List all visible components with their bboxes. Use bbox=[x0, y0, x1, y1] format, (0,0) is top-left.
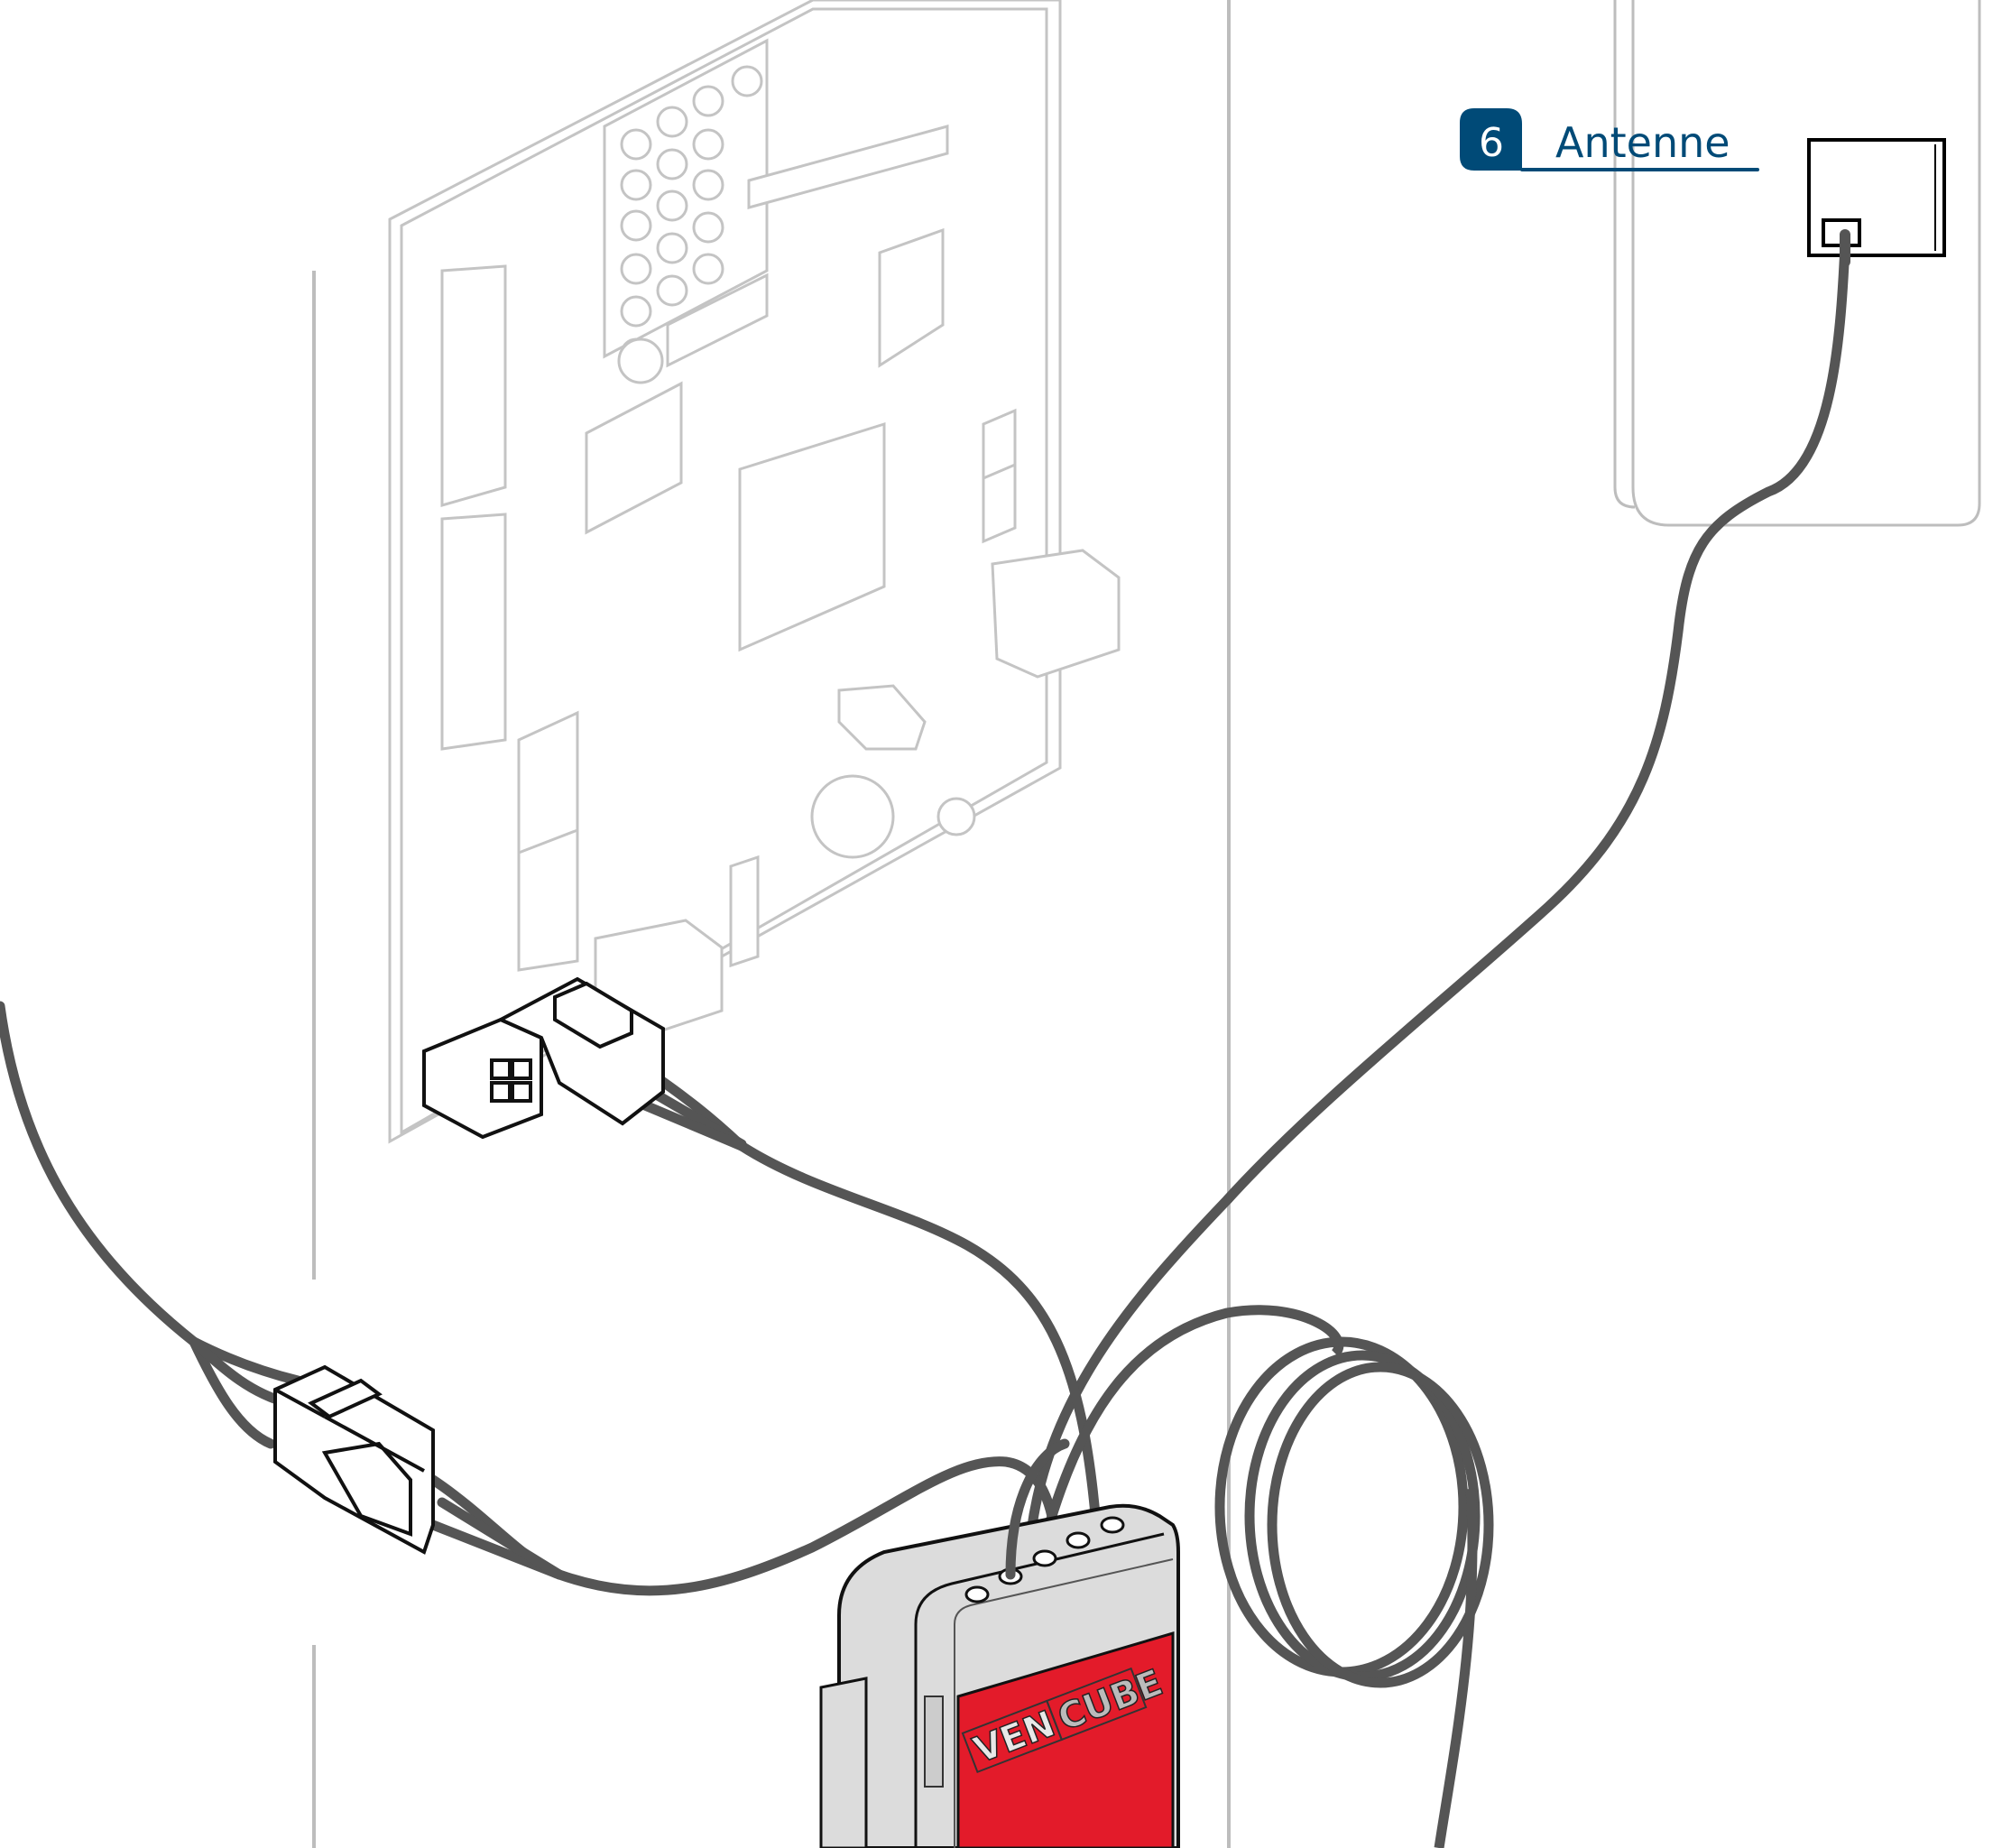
button-matrix bbox=[603, 38, 769, 384]
board-connector bbox=[422, 976, 665, 1140]
antenna-box bbox=[1807, 138, 1946, 257]
coiled-cable bbox=[1041, 1305, 1494, 1848]
control-board bbox=[388, 0, 1121, 1144]
wall-lines bbox=[312, 0, 1231, 1848]
inline-connector bbox=[273, 1364, 435, 1555]
board-cable bbox=[626, 1055, 1102, 1530]
callout-number: 6 bbox=[1479, 120, 1504, 166]
antenna-cable bbox=[1023, 240, 1850, 1566]
vencube-device: VEN CUBE bbox=[819, 1438, 1180, 1848]
callout-label: Antenne bbox=[1555, 118, 1730, 167]
wall-panel bbox=[1613, 0, 1981, 527]
callout-antenne: 6 Antenne bbox=[1460, 108, 1759, 171]
